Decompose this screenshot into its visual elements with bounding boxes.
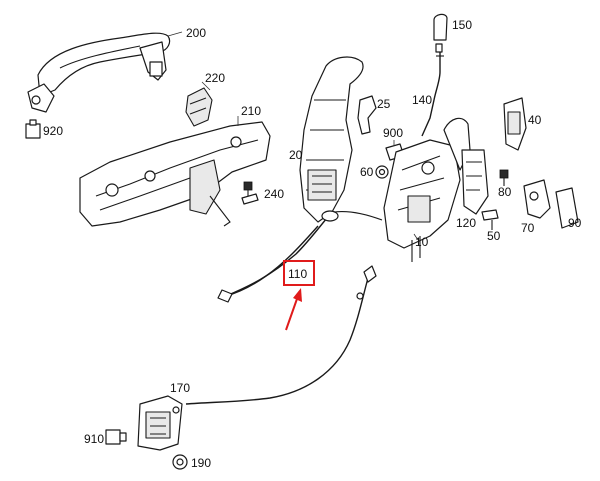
label-920: 920 <box>43 124 63 138</box>
handle-carrier-210 <box>79 121 271 227</box>
cable-110 <box>217 210 383 303</box>
bolt-50 <box>481 209 499 230</box>
screw-80 <box>499 169 509 186</box>
label-910: 910 <box>84 432 104 446</box>
label-900: 900 <box>383 126 403 140</box>
label-60: 60 <box>360 165 374 179</box>
lock-10 <box>383 117 489 262</box>
label-240: 240 <box>264 187 284 201</box>
knob-150 <box>433 13 448 53</box>
label-40: 40 <box>528 113 542 127</box>
plate-90 <box>555 187 579 229</box>
cap-920 <box>25 119 41 139</box>
leader-10 <box>413 233 419 241</box>
label-210: 210 <box>241 104 261 118</box>
label-20: 20 <box>289 148 303 162</box>
grommet-60 <box>375 165 389 179</box>
seal-20 <box>299 56 364 223</box>
label-25: 25 <box>377 97 391 111</box>
label-140: 140 <box>412 93 432 107</box>
label-170: 170 <box>170 381 190 395</box>
label-90: 90 <box>568 216 582 230</box>
leader-220 <box>201 81 211 91</box>
outer-handle-200 <box>27 32 171 113</box>
label-150: 150 <box>452 18 472 32</box>
rod-140 <box>421 52 444 137</box>
screw-240 <box>241 181 259 205</box>
part-910 <box>105 429 127 445</box>
bracket-220 <box>185 87 213 127</box>
part-40 <box>503 97 527 151</box>
highlight-box <box>283 260 315 286</box>
label-120: 120 <box>456 216 476 230</box>
label-10: 10 <box>415 235 429 249</box>
label-220: 220 <box>205 71 225 85</box>
cable-170 <box>185 265 377 405</box>
label-70: 70 <box>521 221 535 235</box>
leader-200 <box>167 31 183 37</box>
grommet-190 <box>172 454 188 470</box>
label-110: 110 <box>288 267 307 281</box>
clip-25 <box>357 95 377 135</box>
label-50: 50 <box>487 229 501 243</box>
striker-70 <box>523 179 551 219</box>
actuator-170 <box>137 395 183 451</box>
label-200: 200 <box>186 26 206 40</box>
label-190: 190 <box>191 456 211 470</box>
highlight-arrow <box>285 288 302 331</box>
label-80: 80 <box>498 185 512 199</box>
